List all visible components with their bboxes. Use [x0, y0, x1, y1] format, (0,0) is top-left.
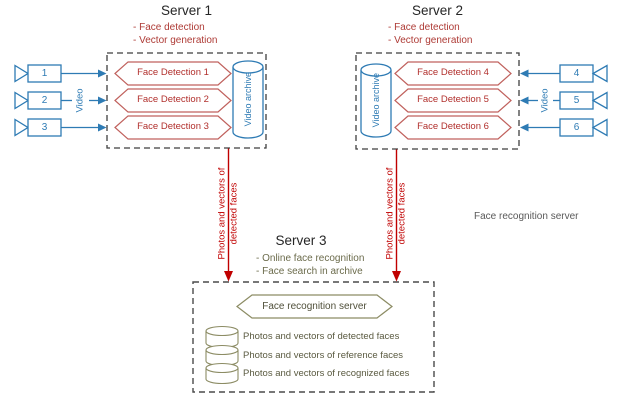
- camera-5-number: 5: [573, 95, 580, 106]
- side-label: Face recognition server: [474, 211, 579, 222]
- db-detected-cylinder: [205, 325, 239, 349]
- server2-bullet-2: - Vector generation: [388, 34, 473, 46]
- server1-bullet-2: - Vector generation: [133, 34, 218, 46]
- server2-box: [355, 52, 520, 150]
- server2-bullet-1: - Face detection: [388, 22, 460, 33]
- camera-3-lens-icon: [14, 118, 30, 137]
- face-detection-1-label: Face Detection 1: [137, 66, 209, 78]
- flow-label-right-line1: Photos and vectors of: [384, 167, 395, 259]
- video-archive-1-cylinder: [232, 60, 264, 139]
- video-label-right: Video: [539, 87, 551, 113]
- face-detection-3-label: Face Detection 3: [137, 120, 209, 132]
- face-detection-2-hex: [114, 88, 232, 113]
- camera-2-arrow: [61, 96, 107, 105]
- camera-3-number: 3: [41, 122, 48, 133]
- camera-2-number: 2: [41, 95, 48, 106]
- server3-bullet-2: - Face search in archive: [256, 265, 363, 277]
- face-detection-3-hex: [114, 115, 232, 140]
- face-detection-2-label: Face Detection 2: [137, 93, 209, 105]
- face-detection-5-label: Face Detection 5: [417, 93, 489, 105]
- camera-1-lens-icon: [14, 64, 30, 83]
- db-recognized-label: Photos and vectors of recognized faces: [243, 368, 410, 379]
- camera-4-lens-icon: [591, 64, 608, 83]
- face-detection-5-hex: [394, 88, 512, 113]
- flow-label-left: Photos and vectors of detected faces: [216, 158, 239, 268]
- camera-6-number: 6: [573, 122, 580, 133]
- flow-label-right-line2: detected faces: [395, 182, 407, 244]
- face-detection-4-hex: [394, 61, 512, 86]
- camera-4-arrow: [520, 69, 560, 78]
- server3-title: Server 3: [275, 233, 327, 248]
- face-detection-1-hex: [114, 61, 232, 86]
- camera-1-arrow: [61, 69, 107, 78]
- camera-3-arrow: [61, 123, 107, 132]
- flow-label-left-line1: Photos and vectors of: [216, 167, 227, 259]
- server2-title: Server 2: [411, 3, 464, 18]
- server1-bullet-1: - Face detection: [133, 22, 205, 33]
- server3-bullet-1: - Online face recognition: [256, 253, 365, 264]
- face-recognition-server-label: Face recognition server: [262, 300, 367, 312]
- camera-6-lens-icon: [591, 118, 608, 137]
- video-label-left: Video: [74, 87, 86, 113]
- flow-label-right: Photos and vectors of detected faces: [384, 158, 407, 268]
- server3-bullets: - Online face recognition - Face search …: [256, 253, 364, 278]
- db-reference-label: Photos and vectors of reference faces: [243, 349, 404, 361]
- camera-4-number: 4: [573, 68, 580, 79]
- camera-5-lens-icon: [591, 91, 608, 110]
- server1-title: Server 1: [160, 3, 213, 18]
- camera-2-lens-icon: [14, 91, 30, 110]
- face-detection-6-hex: [394, 115, 512, 140]
- video-archive-2-cylinder: [360, 63, 392, 138]
- face-detection-4-label: Face Detection 4: [417, 66, 489, 78]
- server2-bullets: - Face detection - Vector generation: [388, 22, 473, 47]
- camera-5-arrow: [520, 96, 560, 105]
- server1-bullets: - Face detection - Vector generation: [133, 22, 218, 47]
- db-detected-label: Photos and vectors of detected faces: [243, 331, 400, 342]
- flow-arrow-right: [392, 149, 401, 282]
- video-archive-1-label: Video archive: [242, 71, 253, 126]
- flow-arrow-left: [224, 148, 233, 282]
- face-recognition-server-hex: [236, 294, 393, 319]
- db-recognized-cylinder: [205, 362, 239, 385]
- server3-box: [192, 281, 435, 393]
- server1-box: [106, 52, 267, 149]
- camera-6-arrow: [520, 123, 560, 132]
- video-archive-2-label: Video archive: [370, 72, 381, 127]
- camera-1-number: 1: [41, 68, 48, 79]
- flow-label-left-line2: detected faces: [227, 182, 239, 244]
- db-reference-cylinder: [205, 344, 239, 367]
- face-detection-6-label: Face Detection 6: [417, 120, 489, 132]
